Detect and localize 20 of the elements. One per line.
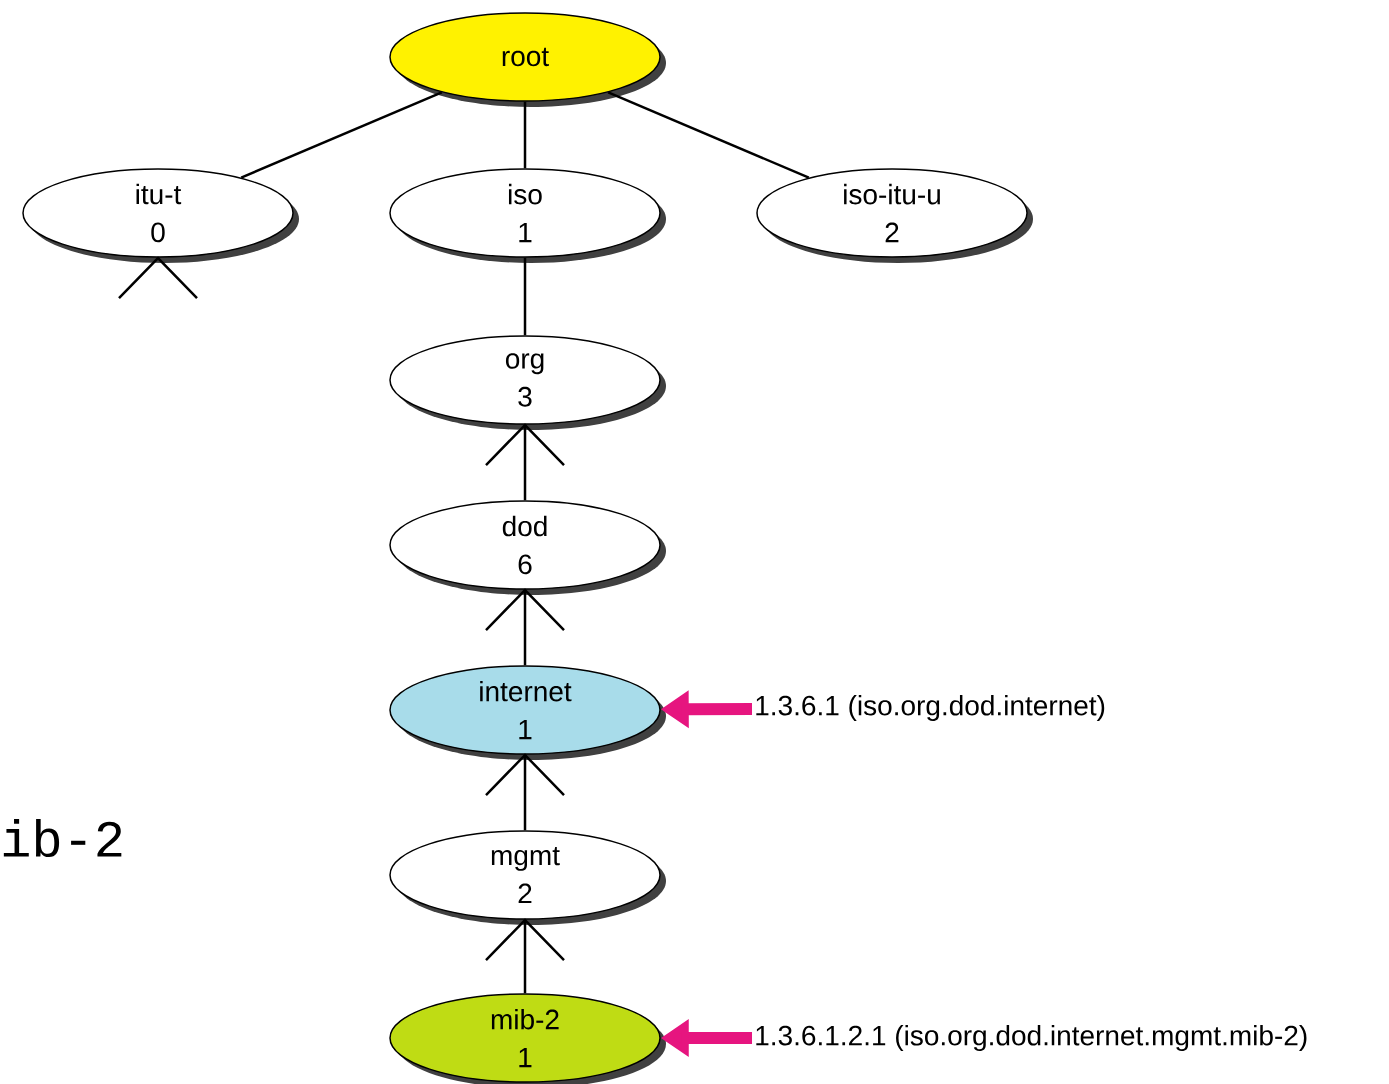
tree-line <box>523 101 527 169</box>
tree-node-oval: iso-itu-u 2 <box>756 168 1033 263</box>
code-text: ib-2 <box>3 818 122 858</box>
tree-line <box>523 589 527 666</box>
tree-node-oval: dod 6 <box>389 500 666 595</box>
tree-node-oval: mgmt 2 <box>389 830 666 925</box>
tree-line <box>607 91 810 179</box>
tree-node-oval: org 3 <box>389 335 666 430</box>
tree-node-oval: itu-t 0 <box>22 168 299 263</box>
tree-node-oval: mib-2 1 <box>389 993 666 1084</box>
tree-node-oval: iso 1 <box>389 168 666 263</box>
tree-line <box>523 919 527 994</box>
tree-line <box>240 91 443 179</box>
oid-label: 1.3.6.1.2.1 (iso.org.dod.internet.mgmt.mib-2) <box>756 1024 1307 1052</box>
tree-node-oval: internet 1 <box>389 665 666 760</box>
tree-line <box>523 424 527 501</box>
tree-node-oval: root <box>389 12 666 107</box>
oid-label: 1.3.6.1 (iso.org.dod.internet) <box>756 694 1105 722</box>
tree-line <box>523 257 527 336</box>
tree-line <box>523 754 527 831</box>
